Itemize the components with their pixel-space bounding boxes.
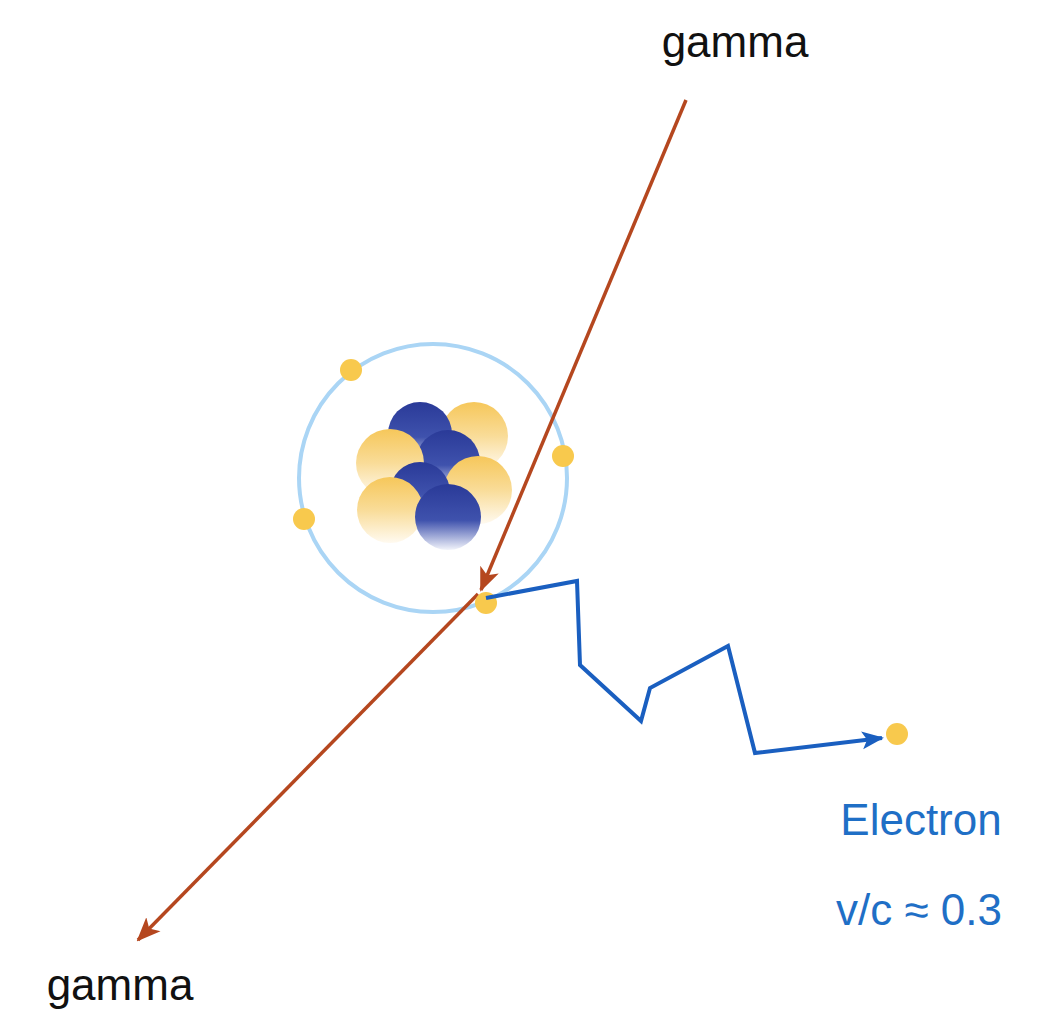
atom — [293, 344, 574, 612]
gamma-rays — [138, 100, 686, 940]
particle-label: gamma — [662, 18, 809, 66]
particle-label: Electron — [840, 796, 1001, 844]
velocity-note: v/c ≈ 0.3 — [836, 886, 1002, 934]
electron-track — [475, 581, 908, 753]
particle-label: gamma — [47, 961, 194, 1009]
